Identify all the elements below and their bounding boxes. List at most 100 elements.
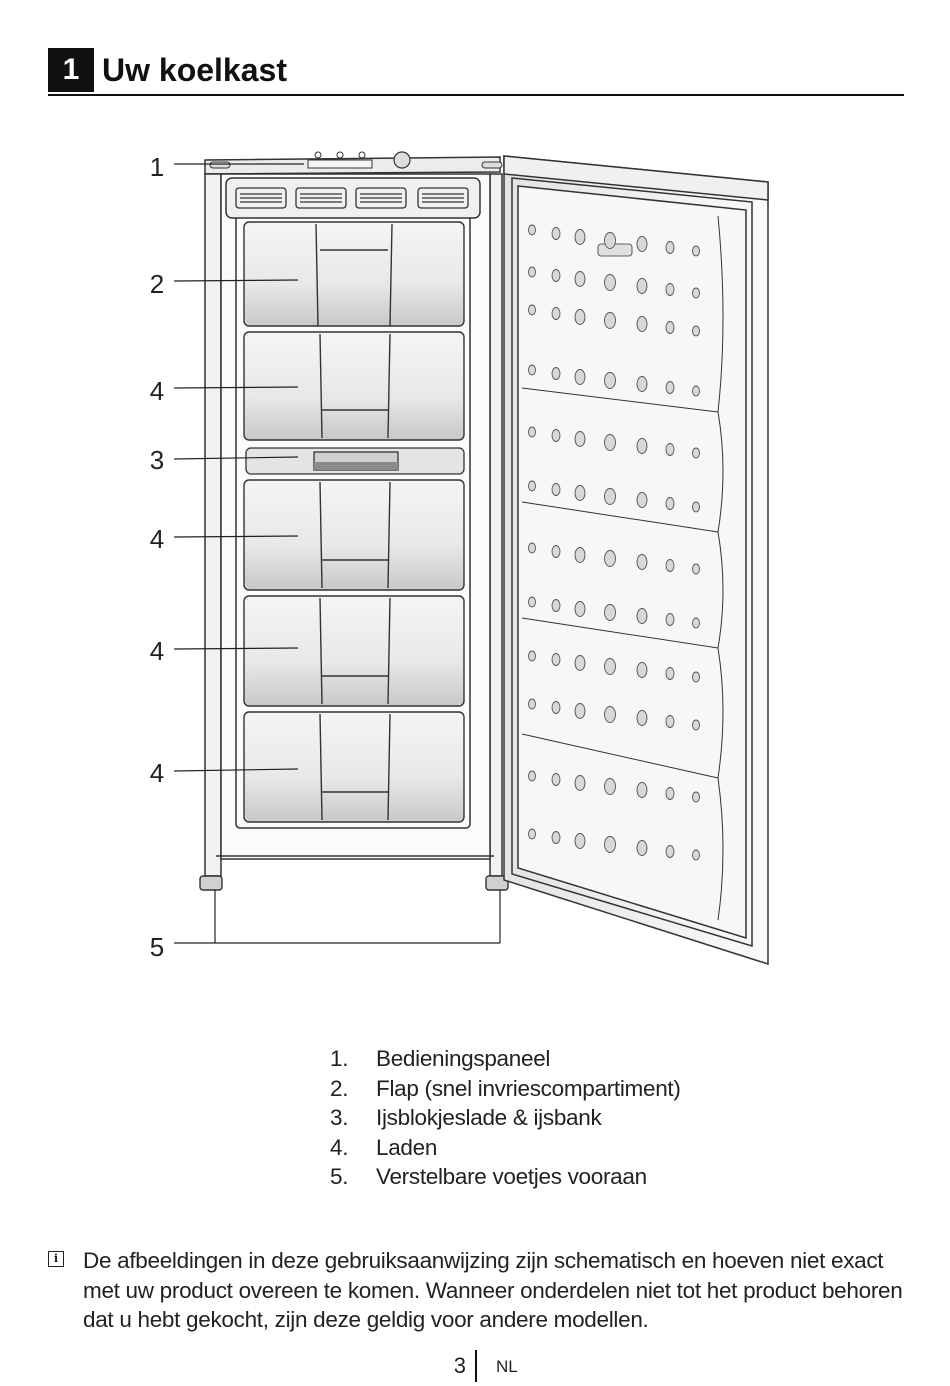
door-bump: [551, 831, 561, 844]
freezer-illustration: 1 2 4 3 4 4 4 5: [0, 120, 950, 980]
door-bump: [636, 376, 648, 392]
legend-item: 5.Verstelbare voetjes vooraan: [330, 1162, 681, 1192]
callout-4c: 4: [150, 636, 164, 666]
door-bump: [636, 316, 648, 332]
door-bump: [636, 662, 648, 678]
section-title: Uw koelkast: [102, 52, 287, 88]
section-number-badge: 1: [48, 48, 94, 92]
door: [503, 155, 769, 966]
door-bump: [692, 287, 700, 299]
door-bump: [528, 304, 536, 316]
info-note: i De afbeeldingen in deze gebruiksaanwij…: [48, 1246, 908, 1335]
door-bump: [528, 698, 536, 710]
door-bump: [604, 550, 616, 567]
door-bump: [551, 653, 561, 666]
door-bump: [665, 381, 675, 394]
drawer-3: [243, 595, 465, 707]
door-bump: [665, 283, 675, 296]
drawer-1: [243, 331, 465, 441]
door-bump: [574, 229, 586, 245]
door-bump: [574, 655, 586, 671]
door-bump: [665, 443, 675, 456]
door-bump: [665, 241, 675, 254]
door-bump: [636, 492, 648, 508]
door-bump: [551, 227, 561, 240]
door-bump: [574, 271, 586, 287]
door-bump: [604, 372, 616, 389]
door-bump: [636, 782, 648, 798]
door-bump: [551, 307, 561, 320]
feet: [199, 875, 509, 891]
door-bump: [636, 278, 648, 294]
door-bump: [551, 367, 561, 380]
door-bump: [636, 710, 648, 726]
door-bump: [665, 667, 675, 680]
callout-2: 2: [150, 269, 164, 299]
callout-1: 1: [150, 152, 164, 182]
door-bump: [636, 438, 648, 454]
door-bump: [604, 274, 616, 291]
footer-divider: [475, 1350, 477, 1382]
door-bump: [636, 840, 648, 856]
callout-4b: 4: [150, 524, 164, 554]
door-bump: [692, 719, 700, 731]
door-bump: [692, 447, 700, 459]
page-number: 3: [453, 1353, 466, 1378]
door-bump: [551, 701, 561, 714]
legend-label: Ijsblokjeslade & ijsbank: [376, 1105, 602, 1130]
door-bump: [528, 480, 536, 492]
door-bump: [528, 828, 536, 840]
door-bump: [604, 488, 616, 505]
legend-label: Bedieningspaneel: [376, 1046, 551, 1071]
door-bump: [574, 369, 586, 385]
legend-item: 3. Ijsblokjeslade & ijsbank: [330, 1103, 681, 1133]
door-bump: [574, 703, 586, 719]
legend-number: 3.: [330, 1105, 349, 1130]
door-bump: [665, 787, 675, 800]
legend-number: 5.: [330, 1164, 349, 1189]
door-bump: [604, 658, 616, 675]
door-bump: [574, 309, 586, 325]
top-vent: [235, 187, 469, 209]
door-bump: [692, 849, 700, 861]
callout-numbers: 1 2 4 3 4 4 4 5: [150, 152, 164, 962]
door-bump: [692, 563, 700, 575]
door-bump: [636, 554, 648, 570]
callout-lines: [173, 163, 501, 944]
door-bump: [551, 483, 561, 496]
legend-item: 4.Laden: [330, 1133, 681, 1163]
door-bump: [636, 608, 648, 624]
door-bump: [665, 559, 675, 572]
door-bump: [604, 706, 616, 723]
door-bump: [604, 312, 616, 329]
door-bump: [665, 321, 675, 334]
door-bump: [528, 542, 536, 554]
section-header: 1 Uw koelkast: [48, 48, 904, 96]
door-bump: [692, 501, 700, 513]
door-bump: [574, 485, 586, 501]
legend-number: 1.: [330, 1046, 349, 1071]
ice-tray: [245, 447, 465, 475]
legend-number: 4.: [330, 1134, 349, 1160]
door-bump: [574, 547, 586, 563]
door-bump: [551, 545, 561, 558]
door-bump: [604, 836, 616, 853]
drawer-2: [243, 479, 465, 591]
door-bump: [528, 266, 536, 278]
door-bump: [604, 604, 616, 621]
door-bump: [528, 364, 536, 376]
door-bump: [692, 385, 700, 397]
door-bumps: [528, 224, 700, 861]
door-bump: [692, 791, 700, 803]
door-bump: [574, 431, 586, 447]
flap-compartment: [243, 221, 465, 327]
door-bump: [604, 778, 616, 795]
door-bump: [551, 269, 561, 282]
door-bump: [665, 497, 675, 510]
door-bump: [692, 245, 700, 257]
language-code: NL: [496, 1357, 518, 1376]
parts-legend: 1.Bedieningspaneel 2.Flap (snel invriesc…: [330, 1044, 681, 1192]
legend-number: 2.: [330, 1075, 349, 1101]
note-text: De afbeeldingen in deze gebruiksaanwijzi…: [83, 1248, 903, 1332]
door-bump: [551, 599, 561, 612]
